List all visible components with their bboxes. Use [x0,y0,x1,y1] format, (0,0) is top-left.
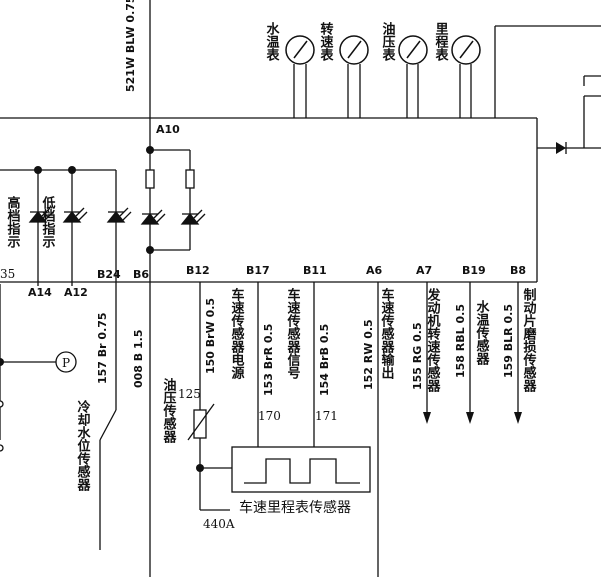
wire-number-170: 170 [258,409,281,423]
gauge-odometer-label: 里程表 [433,22,450,62]
wire-number-440a: 440A [203,517,235,531]
speed-sensor-power-label: 车速传感器电源 [229,287,246,380]
brake-wear-sensor-label: 制动片磨损传感器 [521,287,538,393]
indicator-lamp-icon [140,209,166,225]
pin-label: B19 [462,264,486,277]
coolant-level-sensor-label: 冷却水位传感器 [75,399,92,492]
indicator-lamp-icon [62,207,88,223]
gauge-water-temp-label: 水温表 [264,21,281,62]
odometer-sensor-label: 车速里程表传感器 [239,499,351,516]
gauge-oil-pressure-label: 油压表 [380,21,397,62]
fuse-icon [145,169,155,189]
connector-a10: A10 [156,123,180,136]
pressure-symbol: P [62,356,70,370]
pin-label: B11 [303,264,327,277]
pin-label: A7 [416,264,432,277]
pin-label: A14 [28,286,52,299]
pin-label: B17 [246,264,270,277]
indicator-lamp-icon [28,207,54,223]
wire-label: 157 Br 0.75 [96,312,109,384]
wire-label: 153 BrR 0.5 [262,324,275,396]
pin-label: A6 [366,264,383,277]
oil-pressure-sensor-label: 油压传感器 [161,377,178,444]
wire-label: 155 RG 0.5 [411,322,424,390]
pin-label: B24 [97,268,121,281]
gauge-tacho-label: 转速表 [318,21,335,62]
wire-label: 154 BrB 0.5 [318,324,331,396]
speed-sensor-output-label: 车速传感器输出 [379,287,396,380]
wire-number-125: 125 [178,387,201,401]
pin-label: B6 [133,268,149,281]
high-gear-indicator-label: 高档指示 [5,195,21,249]
indicator-lamp-icon [106,207,132,223]
pressure-switch-icon [55,351,77,373]
wire-number-171: 171 [315,409,338,423]
wire-label: 158 RBL 0.5 [454,304,467,378]
wire-label: 152 RW 0.5 [362,319,375,390]
water-temp-sensor-label: 水温传感器 [474,299,491,366]
low-gear-indicator-label: 低档指示 [40,195,57,249]
pin-label: A12 [64,286,88,299]
pin-partial-label: 35 [0,267,15,281]
pin-label: B8 [510,264,526,277]
fuse-icon [185,169,195,189]
pin-label: B12 [186,264,210,277]
indicator-lamp-icon [180,209,206,225]
engine-speed-sensor-label: 发动机转速传感器 [425,287,442,393]
wire-label: 150 BrW 0.5 [204,298,217,374]
speed-sensor-signal-label: 车速传感器信号 [285,287,302,380]
wire-label: 008 B 1.5 [132,330,145,389]
top-wire-label: 521W BLW 0.75 [124,0,137,92]
wire-label: 159 BLR 0.5 [502,304,515,378]
diode-icon [556,142,566,154]
